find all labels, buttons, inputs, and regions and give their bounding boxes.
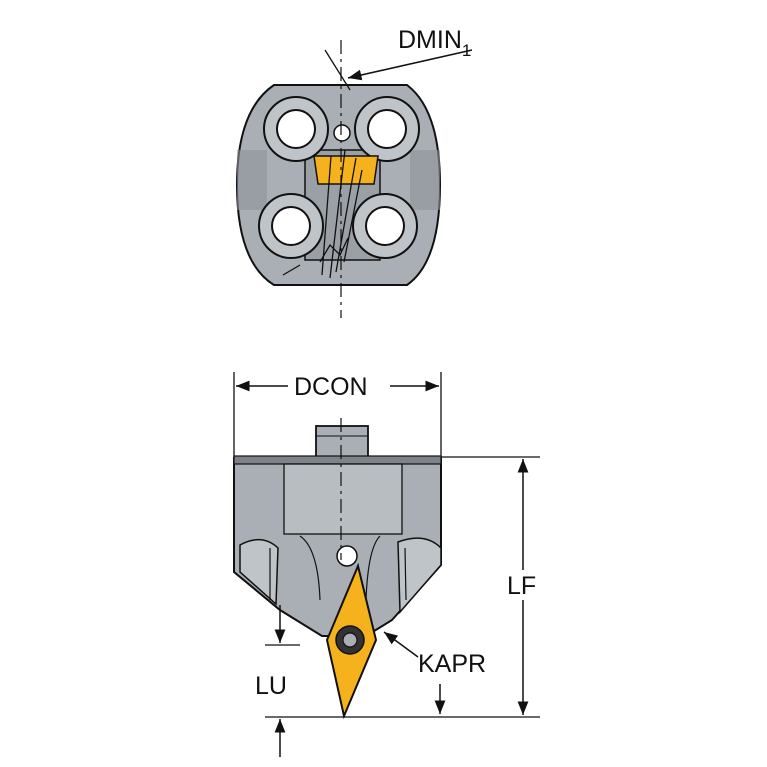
top-view: DMIN1 bbox=[235, 26, 473, 318]
kapr-label: KAPR bbox=[418, 650, 486, 678]
clamp-screw-icon bbox=[335, 625, 365, 655]
flute-right bbox=[397, 537, 442, 614]
dmin-label: DMIN1 bbox=[398, 26, 471, 60]
dmin-leader bbox=[347, 49, 473, 81]
mounting-hole-bottom-left bbox=[258, 193, 324, 259]
knurled-band bbox=[233, 455, 442, 465]
lu-label: LU bbox=[255, 672, 287, 700]
lf-label: LF bbox=[507, 572, 536, 600]
center-block bbox=[283, 463, 403, 535]
mounting-hole-bottom-right bbox=[352, 193, 418, 259]
side-coolant-hole bbox=[336, 545, 358, 567]
side-view: DCON LF bbox=[233, 372, 540, 757]
kapr-leader bbox=[383, 631, 419, 658]
mounting-hole-top-right bbox=[354, 96, 420, 162]
top-view-flat-right bbox=[410, 150, 440, 210]
top-stud bbox=[315, 425, 369, 459]
coolant-hole bbox=[333, 124, 351, 142]
top-view-insert bbox=[313, 155, 379, 185]
top-view-bar-lines bbox=[282, 49, 363, 279]
dcon-label: DCON bbox=[294, 373, 368, 401]
flute-left bbox=[239, 539, 279, 606]
top-view-flat-left bbox=[237, 150, 267, 210]
mounting-hole-top-left bbox=[263, 96, 329, 162]
